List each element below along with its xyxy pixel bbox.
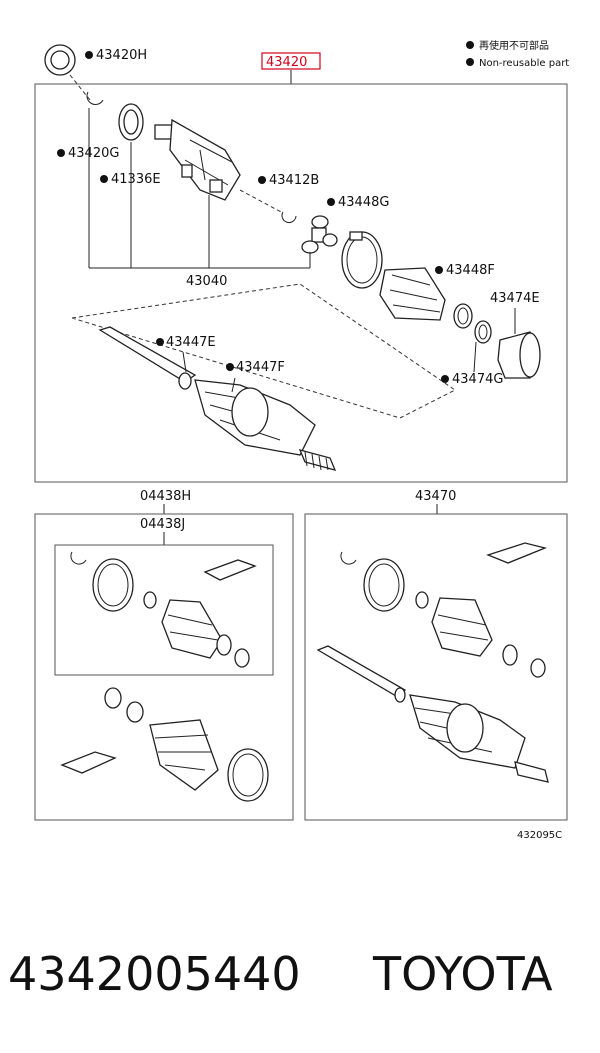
legend-en: Non-reusable part: [479, 58, 569, 69]
main-assembly-box: [34, 83, 568, 483]
label-43420H: 43420H: [96, 48, 147, 63]
label-43448G: 43448G: [338, 195, 389, 210]
part-43474E[interactable]: 43474E: [490, 291, 541, 379]
part-number: 4342005440: [8, 947, 301, 1001]
kit-04438J-box: [54, 544, 274, 676]
part-43474G[interactable]: 43474G: [441, 320, 503, 387]
main-assembly-label[interactable]: 43420: [261, 52, 321, 84]
part-43448F[interactable]: 43448F: [435, 263, 495, 329]
bracket-43040: 43040: [88, 108, 311, 289]
kit-04438H-box: [34, 513, 294, 821]
part-tripod[interactable]: [301, 215, 338, 254]
label-43412B: 43412B: [269, 173, 319, 188]
label-41336E: 41336E: [111, 172, 161, 187]
kit-43470-box: [304, 513, 568, 821]
label-43420: 43420: [266, 55, 307, 70]
part-41336E[interactable]: 41336E: [100, 103, 161, 187]
label-43447F: 43447F: [236, 360, 285, 375]
kit-43470[interactable]: 43470: [304, 489, 568, 821]
label-04438H: 04438H: [140, 489, 191, 504]
legend-dot-icon: [466, 58, 474, 66]
diagram-code: 432095C: [517, 830, 562, 841]
part-43412B[interactable]: 43412B: [239, 173, 319, 224]
part-outer-housing[interactable]: [154, 118, 241, 201]
label-04438J: 04438J: [140, 517, 185, 532]
label-43040: 43040: [186, 274, 227, 289]
label-43447E: 43447E: [166, 335, 216, 350]
part-shaft-outboard[interactable]: [98, 326, 337, 471]
legend-jp: 再使用不可部品: [479, 39, 549, 52]
part-43420H[interactable]: 43420H: [44, 44, 147, 76]
label-43474G: 43474G: [452, 372, 503, 387]
part-43420G[interactable]: 43420G: [57, 91, 119, 161]
part-inboard-boot[interactable]: [379, 267, 446, 321]
label-43474E: 43474E: [490, 291, 540, 306]
label-43470: 43470: [415, 489, 456, 504]
legend-dot-icon: [466, 41, 474, 49]
kit-04438[interactable]: 04438H 04438J: [34, 489, 294, 821]
legend: 再使用不可部品 Non-reusable part: [466, 39, 569, 69]
label-43420G: 43420G: [68, 146, 119, 161]
brand-name: TOYOTA: [372, 947, 553, 1001]
part-43448G[interactable]: 43448G: [327, 195, 389, 289]
label-43448F: 43448F: [446, 263, 495, 278]
